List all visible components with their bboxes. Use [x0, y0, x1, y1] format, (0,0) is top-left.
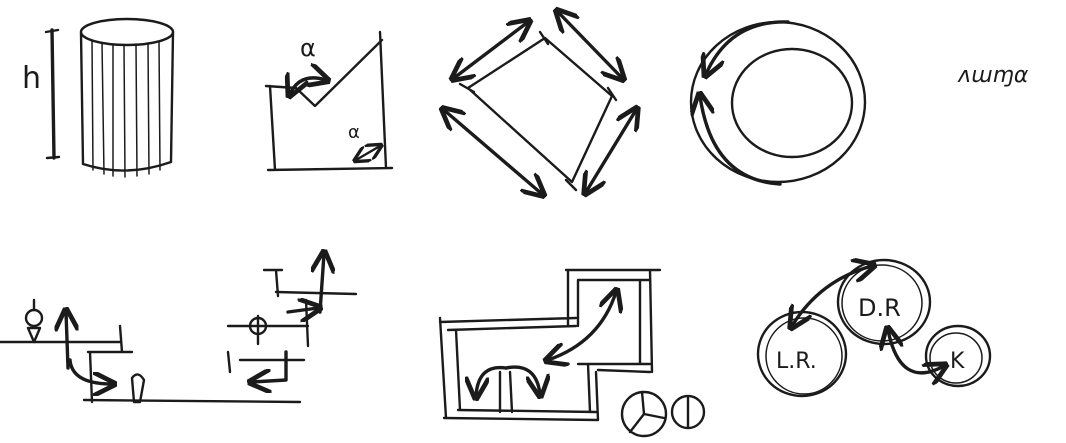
bubble-diagram: D.R L.R. K	[758, 260, 990, 396]
circle-sketch	[691, 22, 865, 184]
arrow-bottom-left	[444, 110, 542, 194]
height-label: h	[22, 61, 41, 96]
plan-column	[500, 372, 512, 412]
scribble-text: ᴧɯɱα	[957, 63, 1029, 88]
arrow-top-right	[558, 12, 622, 78]
arrow-bottom-right	[586, 110, 636, 192]
route-arrow-left	[252, 352, 286, 382]
figure-center	[132, 374, 144, 402]
kitchen-label: K	[950, 349, 965, 374]
route-arrow-top	[320, 254, 324, 312]
step-lines	[0, 270, 356, 402]
outer-circle	[691, 22, 865, 182]
dining-kitchen-arrow	[888, 330, 944, 373]
figure-left-head	[26, 310, 42, 326]
dining-room-label: D.R	[858, 294, 901, 322]
angle-sketch: α α	[266, 32, 392, 170]
route-arrow-up-right	[288, 308, 318, 312]
angle-arc-arrow	[290, 78, 326, 94]
angle-label-large: α	[300, 34, 316, 62]
stepped-plan-sketch	[0, 254, 356, 402]
cylinder-sketch: h	[22, 19, 173, 177]
diamond-sketch	[444, 12, 636, 194]
swing-arrow-left	[476, 368, 506, 396]
angle-label-small: α	[348, 122, 360, 143]
arrow-top-left	[454, 22, 528, 78]
inner-circle	[732, 49, 852, 157]
small-angle-arrow	[356, 146, 380, 160]
height-dimension-line	[52, 30, 54, 158]
circulation-arrow-bottom	[700, 96, 780, 184]
route-arrow-up-left	[66, 312, 68, 368]
living-room-label: L.R.	[776, 349, 817, 374]
cylinder-flutes	[92, 40, 160, 177]
plan-outer-walls	[440, 270, 660, 420]
floor-plan-sketch	[440, 270, 704, 436]
